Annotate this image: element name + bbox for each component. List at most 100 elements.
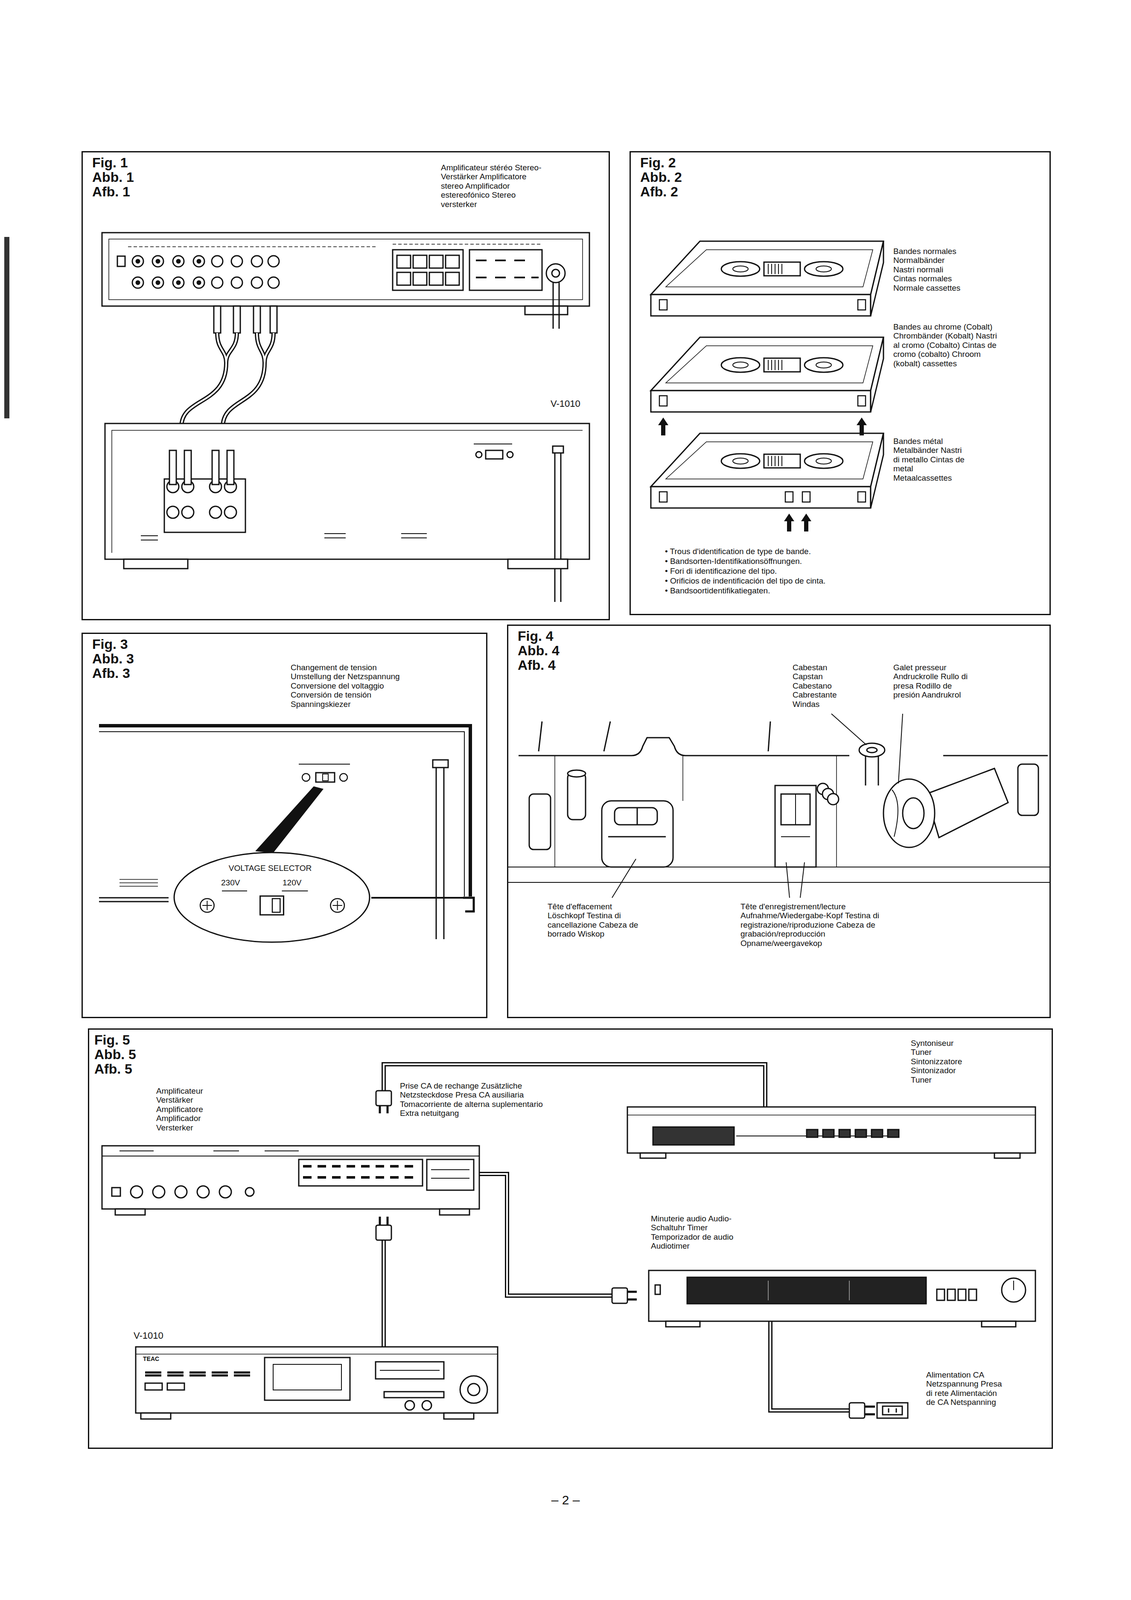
cassette-deck-rear: [123, 559, 188, 569]
cassette-deck-front: [422, 1400, 432, 1410]
cassette-deck-rear: [507, 451, 514, 458]
tuner-front: [839, 1129, 851, 1137]
cassette-deck-front: [379, 1369, 440, 1371]
deck-rear-corner: [371, 896, 471, 899]
amplifier-rear-panel: [524, 306, 568, 315]
power-plug: [627, 1291, 637, 1300]
tape-transport: [608, 807, 666, 837]
timer-front: [648, 1270, 1036, 1327]
cassette-deck-rear: [224, 506, 237, 519]
amplifier-rear-panel: [152, 255, 164, 267]
cassette-deck-front: [384, 1391, 444, 1398]
slide-switch: [260, 895, 284, 915]
figure-panel: Fig. 1 Abb. 1 Afb. 1: [81, 151, 610, 621]
deck-rear-corner: [436, 767, 444, 939]
amplifier-rear-panel: [445, 272, 460, 286]
cassette-deck-rear: [166, 506, 179, 519]
switch-title: VOLTAGE SELECTOR: [173, 863, 368, 873]
power-plug: [612, 1287, 628, 1303]
cassette-deck-front: [467, 1383, 480, 1396]
tape-type-label: Bandes au chrome (Cobalt) Chrombänder (K…: [893, 322, 999, 368]
amplifier-front: [102, 1155, 480, 1157]
timer-front: [1013, 1280, 1015, 1290]
amplifier-rear-panel: [176, 280, 181, 285]
deck-rear-corner: [99, 897, 169, 902]
cassette-metal: [650, 433, 884, 508]
amplifier-rear-panel: [132, 255, 144, 267]
tape-transport: [891, 789, 898, 837]
cassette-deck-rear: [475, 451, 482, 458]
cassette-deck-rear: [554, 448, 561, 602]
audio-cable: [253, 306, 261, 333]
switch-knob: [272, 898, 280, 913]
amplifier-front: [431, 1169, 470, 1178]
tape-transport: [507, 866, 1051, 883]
amplifier-rear-panel: [268, 276, 280, 289]
cassette-deck-rear: [140, 533, 427, 540]
amplifier-rear-panel: [392, 249, 464, 291]
amplifier-front: [298, 1159, 423, 1186]
figure-panel: Fig. 2 Abb. 2 Afb. 2: [629, 151, 1051, 616]
deck-rear-corner: [99, 725, 471, 897]
amplifier-rear-panel: [413, 272, 427, 286]
amplifier-rear-panel: [396, 272, 411, 286]
screw: [330, 898, 345, 913]
cassette-normal: [650, 241, 884, 316]
tape-transport: [1017, 763, 1039, 816]
figure-number: Fig. 4 Abb. 4 Afb. 4: [517, 629, 576, 673]
cassette-deck-front: [405, 1400, 415, 1410]
device-label: Amplificateur Verstärker Amplificatore A…: [156, 1086, 213, 1132]
amplifier-rear-panel: [429, 272, 444, 286]
cassette-deck-front: [135, 1346, 498, 1413]
note-line: • Bandsorten-Identifikationsöffnungen.: [664, 556, 802, 566]
model-label: V-1010: [133, 1330, 164, 1341]
tape-transport: [775, 785, 817, 867]
amplifier-rear-panel: [193, 255, 205, 267]
hole-arrow: [856, 417, 867, 436]
amplifier-rear-panel: [102, 232, 590, 329]
amplifier-rear-panel: [475, 260, 539, 278]
cassette-deck-front: [375, 1361, 444, 1379]
tuner-front: [652, 1126, 735, 1145]
tuner-front: [806, 1129, 818, 1137]
tape-type-label: Bandes métal Metalbänder Nastri di metal…: [893, 436, 967, 483]
deck-rear-corner: [322, 773, 329, 781]
timer-front: [665, 1320, 700, 1327]
amplifier-rear-panel: [251, 276, 263, 289]
wall-outlet: [877, 1402, 908, 1418]
tape-transport: [612, 713, 903, 898]
tuner-front: [822, 1129, 834, 1137]
cassette-deck-rear: [104, 423, 590, 560]
tape-transport: [614, 807, 658, 825]
amplifier-rear-panel: [211, 255, 223, 267]
cassette-deck-front: [273, 1364, 342, 1390]
callout-wedge: [255, 786, 324, 853]
cassette-deck-rear: [209, 506, 222, 519]
audio-cable: [213, 306, 221, 333]
tuner-front: [887, 1129, 899, 1137]
note-line: • Fori di identificazione del tipo.: [664, 566, 777, 576]
amplifier-front: [102, 1145, 480, 1215]
figure-panel: Fig. 5 Abb. 5 Afb. 5: [87, 1028, 1053, 1449]
amplifier-rear-panel: [546, 263, 566, 283]
amplifier-front: [115, 1208, 146, 1215]
deck-rear-corner: [463, 897, 474, 912]
tuner-front: [871, 1129, 883, 1137]
amplifier-rear-panel: [156, 259, 160, 263]
tape-type-label: Bandes normales Normalbänder Nastri norm…: [893, 246, 967, 293]
voltage-value: 230V: [221, 877, 240, 887]
timer-front: [648, 1270, 1036, 1321]
amplifier-rear-panel: [197, 259, 201, 263]
power-plug: [379, 1105, 388, 1114]
value-underline: [221, 890, 308, 892]
cassette-deck-front: [145, 1372, 257, 1376]
tape-transport: [529, 793, 551, 850]
cassette-deck-rear: [507, 559, 568, 569]
cassette-deck-front: [264, 1357, 350, 1400]
screw: [202, 900, 212, 910]
note-line: • Orificios de indentificación del tipo …: [664, 576, 826, 586]
amplifier-front: [174, 1185, 187, 1198]
tape-transport: [883, 778, 935, 848]
cassette-deck-rear: [184, 450, 192, 485]
